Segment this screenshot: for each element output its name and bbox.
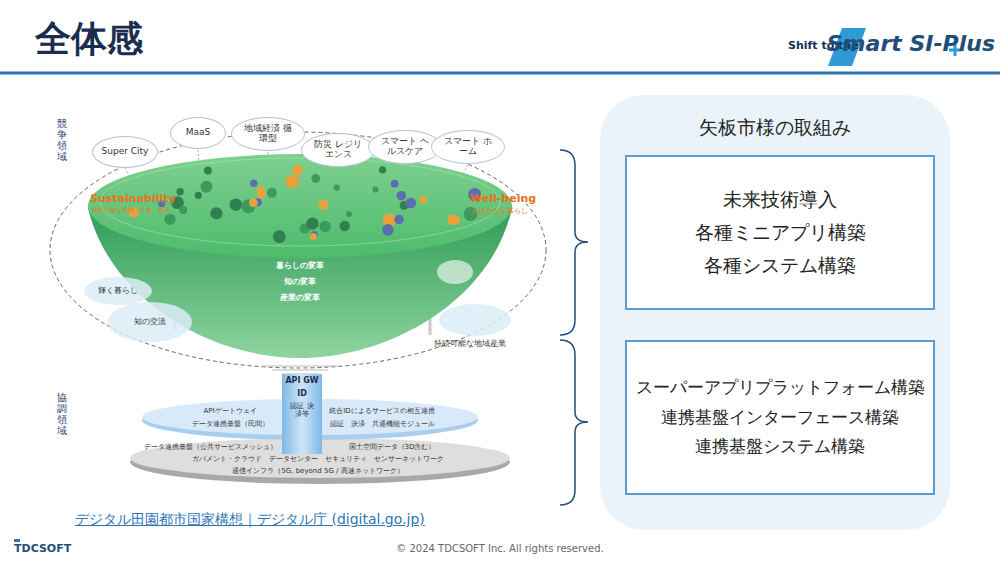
bubble-text: MaaS [186, 128, 211, 138]
infinity-mark [437, 260, 473, 284]
theme-label: Sustainability [90, 193, 176, 206]
slide-title: 全体感 [35, 18, 143, 59]
layer-text: 国土空間データ（3D含む） [349, 443, 436, 451]
item-text: 連携基盤システム構築 [695, 432, 865, 462]
layer-text: 統合IDによるサービスの相互連携 [329, 407, 434, 415]
platform [108, 302, 192, 342]
initiative-box: 未来技術導入各種ミニアプリ構築各種システム構築 [625, 155, 935, 310]
initiative-panel: 矢板市様の取組み未来技術導入各種ミニアプリ構築各種システム構築スーパーアプリプラ… [600, 95, 950, 530]
layer-text: データ連携基盤（公共サービスメッシュ） [144, 443, 277, 451]
cloud-bubble: Super City [92, 136, 159, 168]
layer-text: 通信インフラ（5G, beyond 5G / 高速ネットワーク） [232, 467, 403, 475]
item-text: 各種ミニアプリ構築 [695, 216, 866, 249]
panel-heading: 矢板市様の取組み [600, 115, 950, 141]
api-label: API GW [285, 376, 318, 385]
island-top [88, 154, 512, 258]
layer-text: 認証 決済 共通機能モジュール [330, 420, 435, 428]
item-text: 連携基盤インターフェース構築 [661, 403, 899, 433]
theme-label: Well-being [470, 193, 536, 206]
shadow-lines [262, 366, 338, 374]
item-text: 未来技術導入 [723, 183, 837, 216]
layer-text: データ連携基盤（民間） [192, 420, 269, 428]
source-link: デジタル田園都市国家構想｜デジタル庁 (digital.go.jp) [75, 511, 425, 527]
theme-sub: 持続可能な環境・社会・経済 [92, 207, 170, 214]
area-label: 持続可能な地域産業 [434, 339, 506, 348]
bubble-text: 防災 レジリエンス [311, 140, 365, 160]
copyright: © 2024 TDCSOFT Inc. All rights reserved. [396, 543, 603, 555]
bubble-text: Super City [102, 147, 149, 157]
bubble-text: スマート ヘルスケア [378, 137, 432, 157]
trees [128, 165, 481, 243]
cloud-bubble: 地域経済 循環型 [231, 117, 305, 151]
api-label: 認証 決済等 [287, 402, 317, 418]
region-label: 競争領域 [57, 118, 67, 162]
area-label: 輝く暮らし [98, 286, 138, 295]
layer-label: 知の変革 [284, 277, 316, 286]
bracket [560, 150, 588, 335]
theme-sub: 心ゆたかな暮らし [472, 207, 528, 215]
company-logo: TDCSOFT [14, 543, 71, 556]
initiative-box: スーパーアプリプラットフォーム構築連携基盤インターフェース構築連携基盤システム構… [625, 340, 935, 495]
region-label: 協調領域 [57, 392, 67, 436]
bubble-text: スマート ホーム [441, 137, 495, 157]
layer-text: APIゲートウェイ [203, 407, 256, 415]
api-column [282, 374, 322, 454]
platform [439, 304, 511, 336]
bracket [560, 340, 588, 505]
dashed-region [50, 132, 546, 368]
cloud-bubble: スマート ホーム [431, 130, 505, 164]
layer-text: ガバメント・クラウド データセンター セキュリティ センサーネットワーク [192, 455, 444, 463]
layer-label: 産業の変革 [280, 293, 320, 302]
cloud-bubble: 防災 レジリエンス [301, 133, 375, 167]
layer-label: 暮らしの変革 [276, 261, 324, 270]
api-label: ID [297, 389, 307, 398]
bubble-text: 地域経済 循環型 [241, 124, 295, 144]
tdc-mark [14, 539, 20, 542]
cloud-bubble: MaaS [170, 117, 226, 149]
platform [84, 277, 152, 305]
item-text: 各種システム構築 [704, 249, 856, 282]
title-rule [0, 72, 1000, 75]
item-text: スーパーアプリプラットフォーム構築 [636, 373, 925, 403]
area-label: 知の交流 [134, 317, 166, 326]
logo-text: Smart SI-Plus [827, 31, 995, 56]
